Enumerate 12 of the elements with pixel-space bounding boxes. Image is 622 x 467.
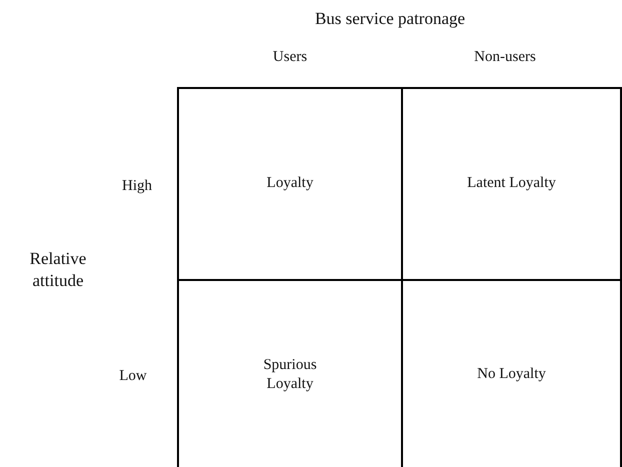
axis-label: Non-users: [473, 48, 537, 67]
cell-label: Spurious Loyalty: [262, 356, 318, 394]
axis-label: Relative attitude: [28, 248, 88, 292]
matrix-cell: [177, 87, 403, 281]
axis-label: Bus service patronage: [314, 8, 466, 30]
axis-label: High: [121, 177, 153, 196]
matrix-cell: [401, 87, 622, 281]
cell-label: Loyalty: [266, 174, 314, 194]
cell-label: Latent Loyalty: [466, 174, 557, 194]
axis-label: Low: [118, 367, 148, 386]
cell-label: No Loyalty: [476, 365, 547, 384]
axis-label: Users: [272, 48, 308, 67]
